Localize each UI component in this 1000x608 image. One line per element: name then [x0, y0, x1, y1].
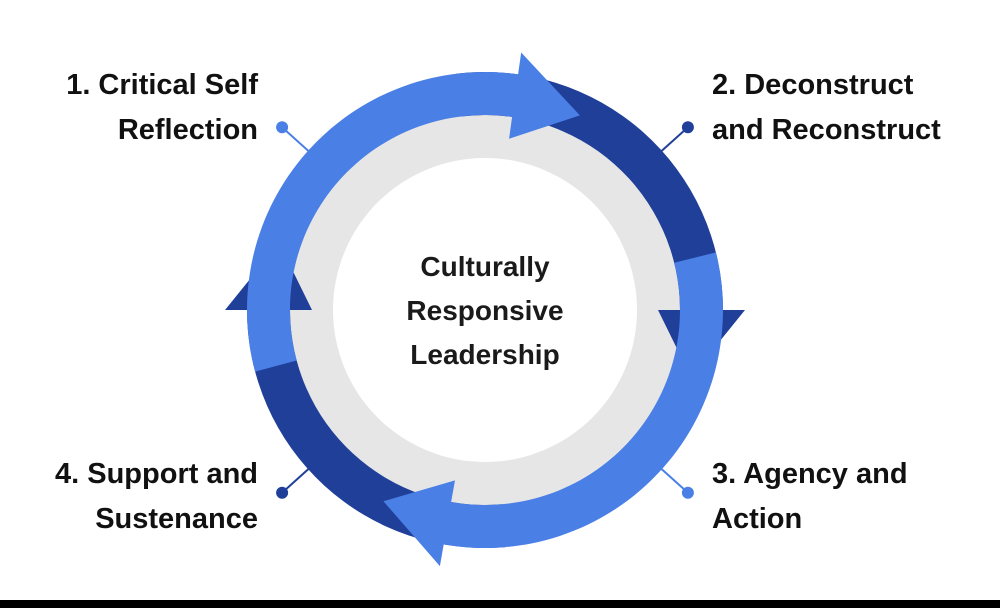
center-disc	[333, 158, 637, 462]
stage-3-label-line: 3. Agency and	[712, 458, 908, 490]
connector-3-dot	[681, 486, 694, 499]
center-title: Culturally Responsive Leadership	[335, 245, 635, 377]
center-title-line: Culturally	[420, 251, 550, 282]
center-title-line: Leadership	[410, 339, 560, 370]
stage-4-label: 4. Support and Sustenance	[55, 452, 258, 542]
stage-1-label: 1. Critical Self Reflection	[66, 63, 258, 153]
connector-4-dot	[276, 486, 289, 499]
stage-1-label-line: 1. Critical Self	[66, 69, 258, 101]
stage-2-label-line: and Reconstruct	[712, 114, 941, 146]
stage-connectors	[276, 121, 694, 499]
stage-3-label-line: Action	[712, 503, 803, 535]
connector-4-line	[281, 465, 312, 494]
stage-3-label: 3. Agency and Action	[712, 452, 908, 542]
stage-2-label-line: 2. Deconstruct	[712, 69, 914, 101]
stage-4-label-line: Sustenance	[95, 503, 258, 535]
stage-1-label-line: Reflection	[117, 114, 258, 146]
connector-2-line	[658, 126, 689, 155]
connector-2-dot	[681, 121, 694, 134]
arrow-3	[383, 252, 723, 567]
cycle-arrows	[225, 52, 745, 567]
stage-4-label-line: 4. Support and	[55, 458, 258, 490]
connector-1-dot	[276, 121, 289, 134]
center-title-line: Responsive	[406, 295, 564, 326]
connector-1-line	[281, 126, 312, 155]
connector-3-line	[658, 465, 689, 494]
stage-2-label: 2. Deconstruct and Reconstruct	[712, 63, 941, 153]
arrow-1	[246, 52, 580, 372]
